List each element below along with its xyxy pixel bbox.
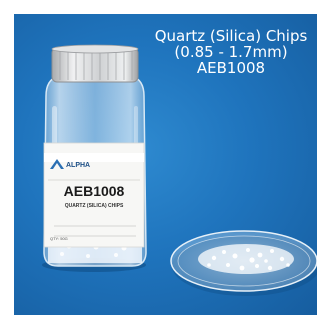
caption-line-size: (0.85 - 1.7mm) (174, 43, 288, 61)
product-caption: Quartz (Silica) Chips (0.85 - 1.7mm) AEB… (128, 28, 317, 76)
jar-cap (51, 44, 139, 83)
quartz-chips-pile (198, 244, 294, 274)
label-product: QUARTZ (SILICA) CHIPS (65, 203, 124, 209)
label-qty: QTY: 50G (50, 236, 68, 241)
petri-dish (170, 230, 317, 296)
caption-line-name: Quartz (Silica) Chips (154, 27, 308, 45)
alpha-logo-icon (50, 159, 64, 169)
product-photo: ALPHA AEB1008 QUARTZ (SILICA) CHIPS QTY:… (14, 14, 317, 315)
product-illustration: ALPHA AEB1008 QUARTZ (SILICA) CHIPS QTY:… (42, 44, 317, 296)
label-brand: ALPHA (66, 162, 90, 169)
label-code: AEB1008 (64, 183, 125, 199)
caption-line-code: AEB1008 (196, 59, 266, 77)
jar-label: ALPHA AEB1008 QUARTZ (SILICA) CHIPS QTY:… (43, 142, 145, 248)
